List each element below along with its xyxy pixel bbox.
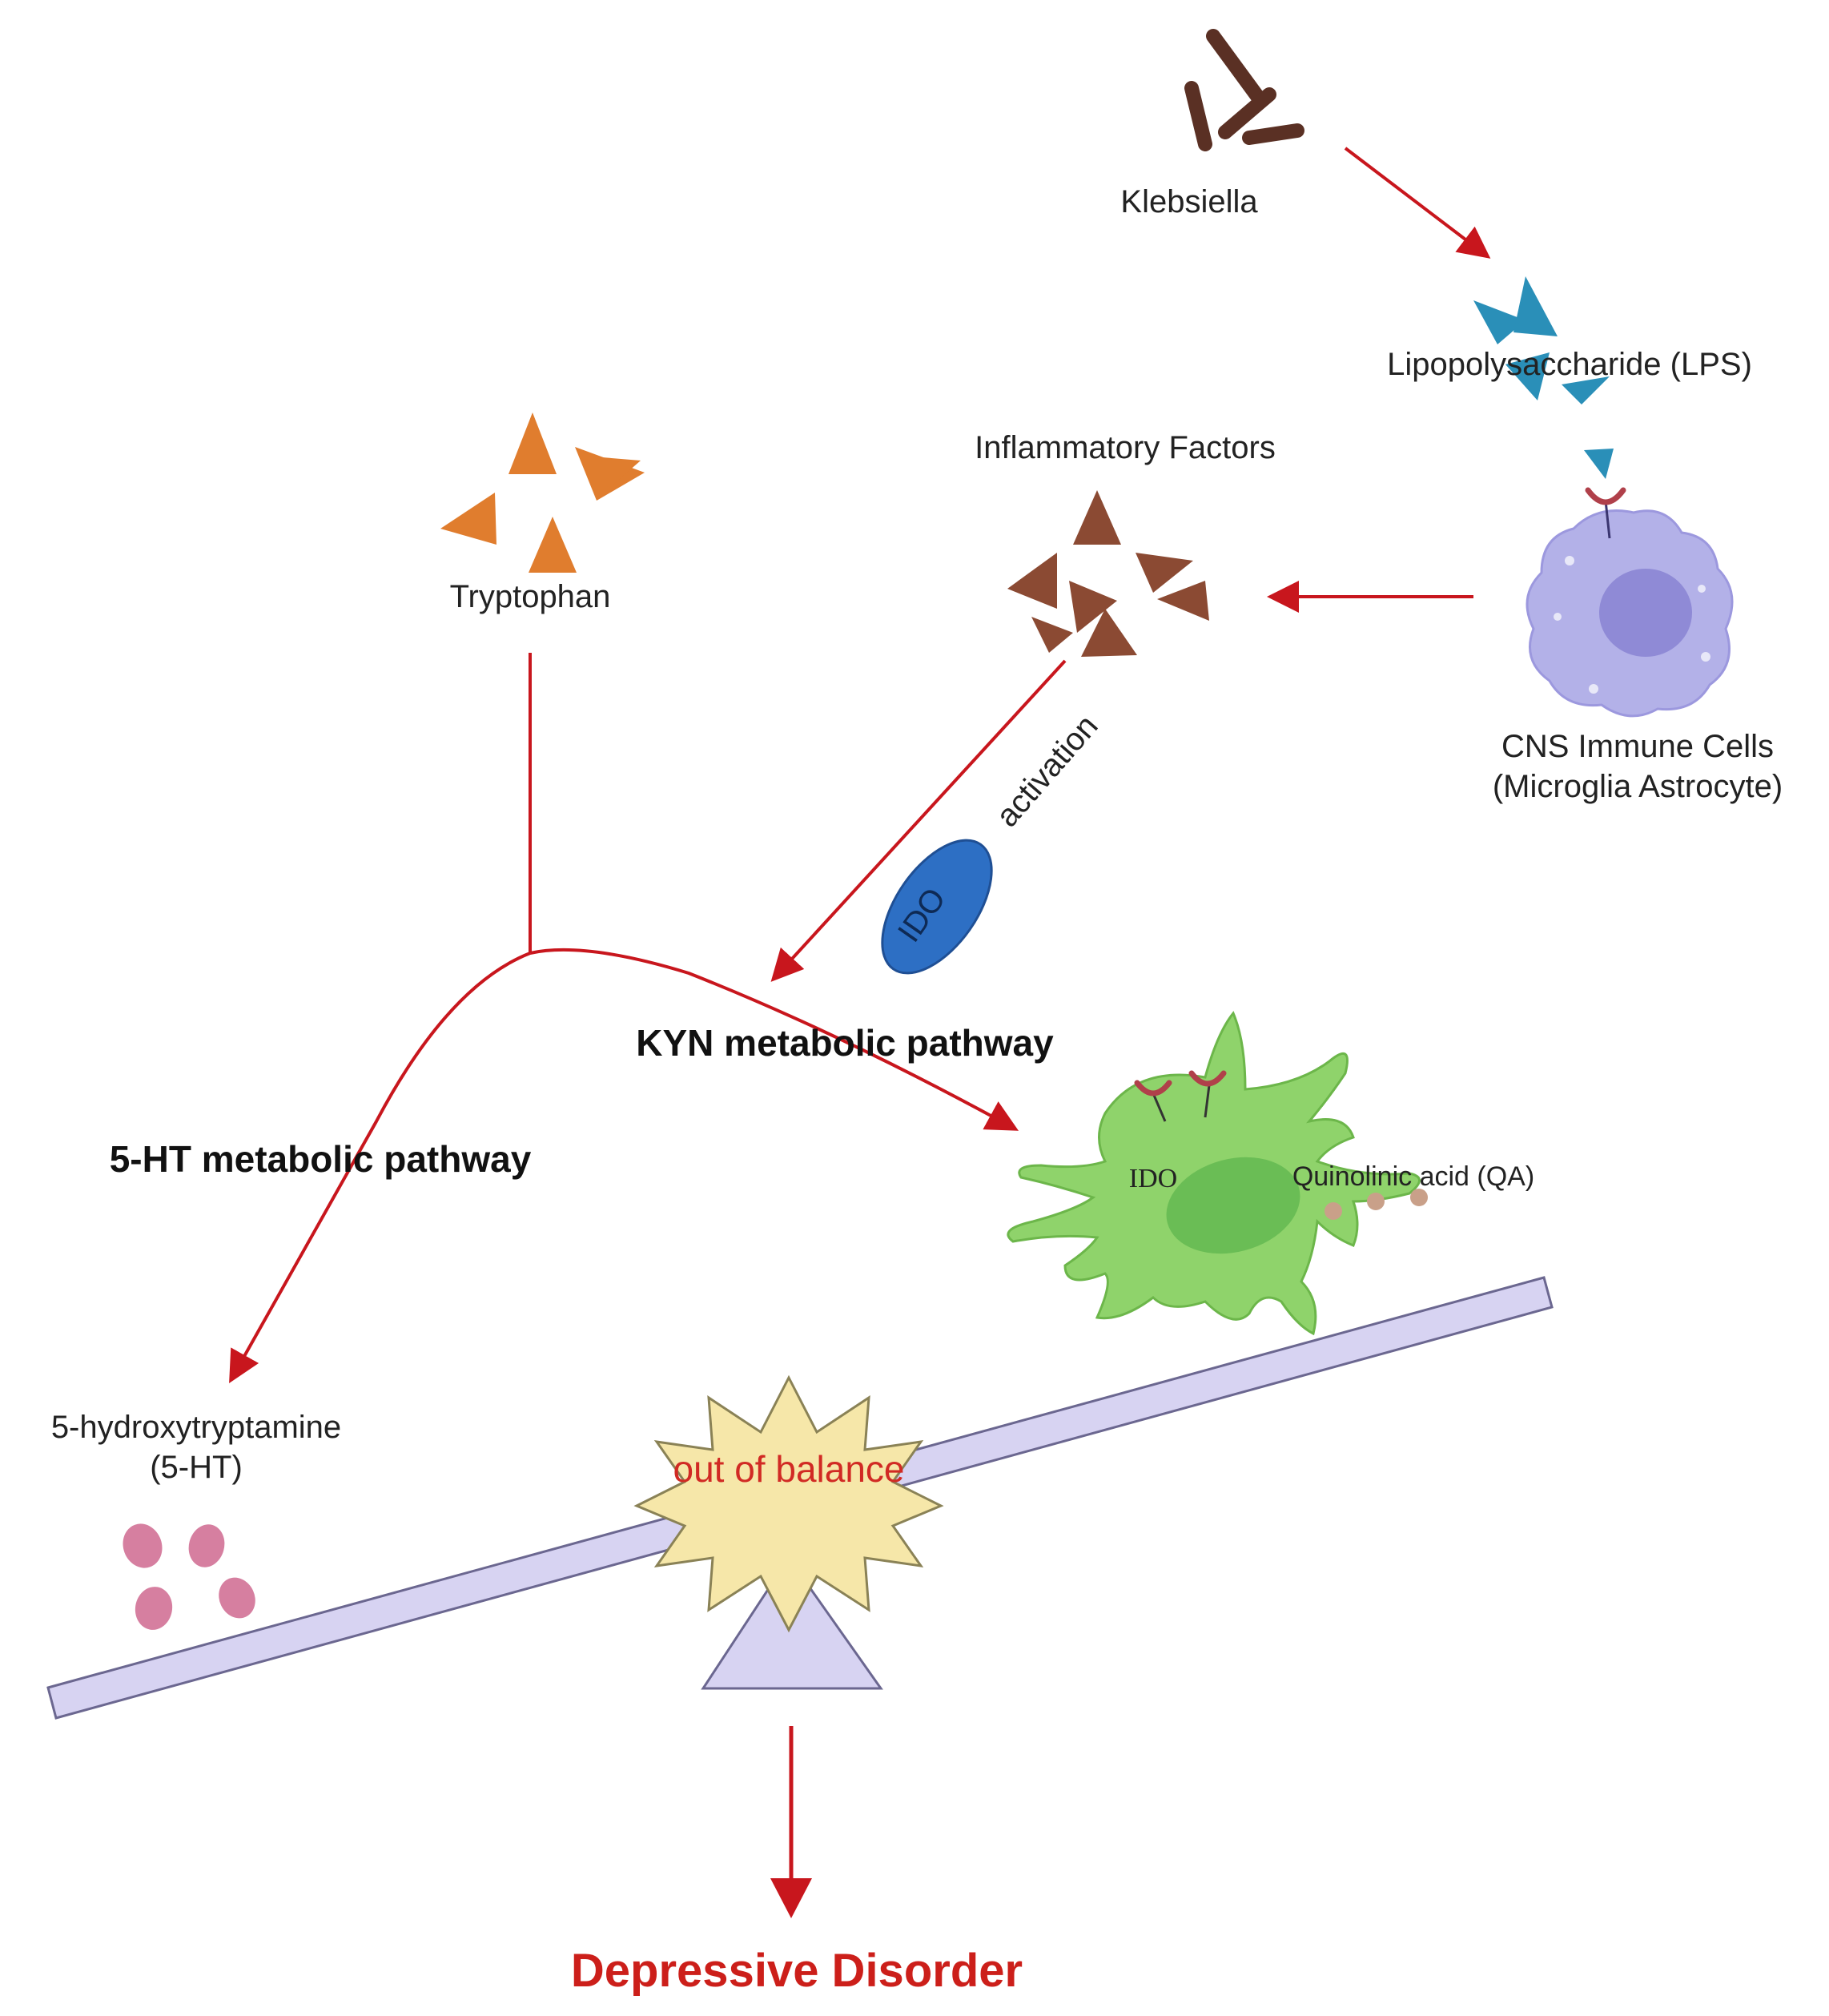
activated-microglia-icon bbox=[1007, 1011, 1421, 1336]
inflammatory-factors-icon bbox=[1007, 490, 1209, 657]
depressive-disorder-label: Depressive Disorder bbox=[571, 1945, 1023, 1997]
out-of-balance-label: out of balance bbox=[673, 1448, 904, 1490]
kyn-pathway-label: KYN metabolic pathway bbox=[636, 1022, 1054, 1064]
serotonin-molecules-icon bbox=[123, 1523, 255, 1630]
ido-enzyme-icon bbox=[881, 839, 993, 975]
ht-pathway-arrow bbox=[229, 952, 531, 1383]
lps-molecule-icon bbox=[1473, 276, 1610, 404]
klebsiella-label: Klebsiella bbox=[1120, 184, 1258, 219]
quinolinic-acid-label: Quinolinic acid (QA) bbox=[1292, 1161, 1534, 1192]
arrow-to-depressive-disorder-head bbox=[770, 1878, 812, 1918]
tryptophan-molecule-icon bbox=[440, 412, 645, 573]
ido-in-cell-label: IDO bbox=[1129, 1164, 1177, 1193]
arrow-inflammatory-to-kyn bbox=[770, 659, 1067, 982]
lps-label: Lipopolysaccharide (LPS) bbox=[1387, 347, 1752, 382]
serotonin-label-line2: (5-HT) bbox=[150, 1450, 243, 1485]
tryptophan-label: Tryptophan bbox=[450, 579, 611, 614]
lps-bound-ligand-icon bbox=[1584, 449, 1614, 479]
arrow-klebsiella-to-lps bbox=[1344, 147, 1491, 259]
serotonin-label-line1: 5-hydroxytryptamine bbox=[51, 1410, 341, 1445]
cns-label-line2: (Microglia Astrocyte) bbox=[1493, 769, 1783, 804]
cns-immune-cell-icon bbox=[1526, 487, 1734, 718]
activation-label: activation bbox=[990, 709, 1105, 834]
ht-pathway-label: 5-HT metabolic pathway bbox=[110, 1138, 532, 1180]
kyn-pathway-arrow bbox=[529, 948, 1019, 1131]
out-of-balance-burst bbox=[633, 1374, 944, 1633]
inflammatory-factors-label: Inflammatory Factors bbox=[975, 430, 1276, 465]
quinolinic-acid-dots bbox=[1325, 1189, 1428, 1220]
klebsiella-bacteria-icon bbox=[1184, 29, 1304, 151]
cns-label-line1: CNS Immune Cells bbox=[1501, 729, 1774, 764]
